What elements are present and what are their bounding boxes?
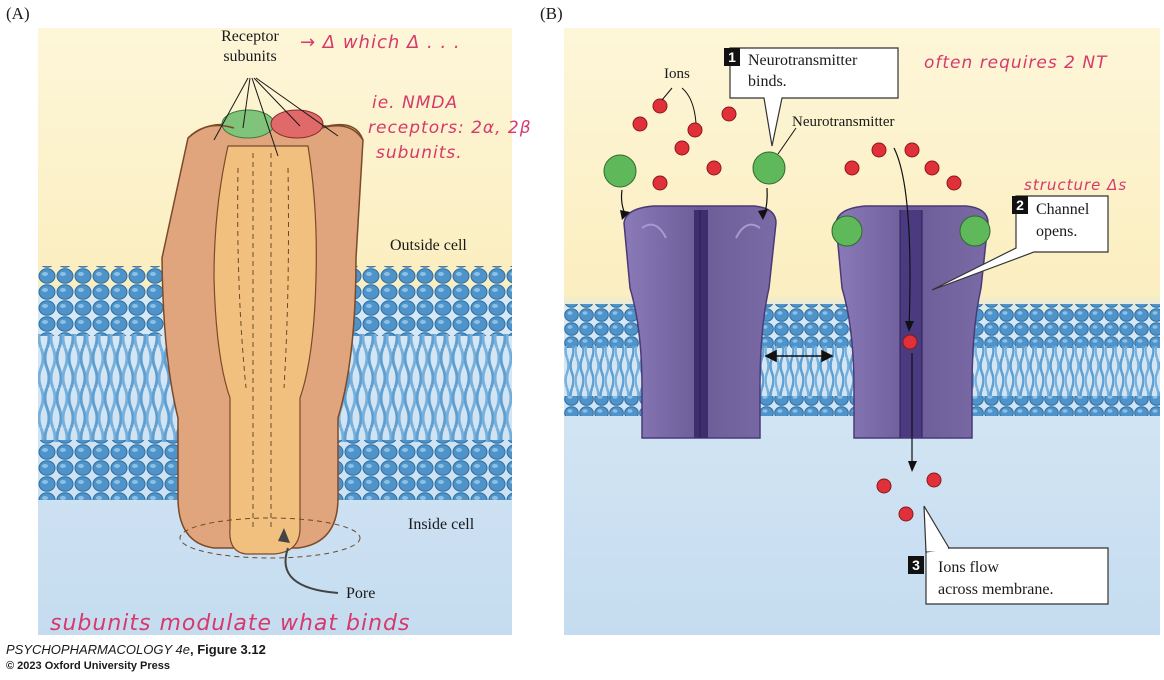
neurotransmitter-label-pointer: [777, 127, 797, 155]
step-3-line1: Ions flow: [938, 559, 999, 576]
panel-a-label: (A): [6, 4, 30, 23]
neurotransmitter-label: Neurotransmitter: [792, 114, 894, 130]
closed-channel: [623, 205, 777, 439]
step-1-line1: Neurotransmitter: [748, 52, 858, 69]
step-2-number: 2: [1016, 197, 1024, 213]
ions: [632, 98, 962, 522]
receptor-protein: [161, 109, 364, 594]
subunit-pointer-lines: [213, 77, 339, 157]
callout-step-3: 3 Ions flow across membrane.: [908, 505, 1109, 605]
step-3-number: 3: [912, 557, 920, 573]
figure-number: , Figure 3.12: [189, 642, 266, 657]
step-2-line2: opens.: [1036, 223, 1077, 240]
ions-label: Ions: [664, 66, 690, 82]
ions-label-pointers: [661, 87, 697, 124]
conformation-arrow: [764, 349, 834, 363]
figure-copyright: © 2023 Oxford University Press: [6, 660, 171, 672]
step-1-number: 1: [728, 49, 736, 65]
pore-label: Pore: [346, 585, 375, 602]
panel-b-figure: Ions Neurotransmitter 1 Neurotransmitter…: [564, 28, 1160, 635]
callout-step-1: 1 Neurotransmitter binds.: [724, 47, 899, 147]
receptor-subunits-label-line1: Receptor: [221, 28, 279, 45]
receptor-subunits-label-line2: subunits: [223, 48, 276, 65]
step-3-line2: across membrane.: [938, 581, 1054, 598]
inside-cell-label: Inside cell: [408, 516, 475, 533]
book-title: PSYCHOPHARMACOLOGY 4e: [6, 642, 190, 657]
outside-cell-label: Outside cell: [390, 237, 467, 254]
step-2-line1: Channel: [1036, 201, 1090, 218]
panel-a-figure: Receptor subunits Outside cell Inside ce…: [38, 28, 512, 635]
neurotransmitters: [603, 151, 786, 188]
figure-credit-title: PSYCHOPHARMACOLOGY 4e, Figure 3.12: [6, 642, 266, 657]
panel-b-label: (B): [540, 4, 563, 23]
step-1-line2: binds.: [748, 73, 787, 90]
callout-step-2: 2 Channel opens.: [931, 195, 1109, 291]
